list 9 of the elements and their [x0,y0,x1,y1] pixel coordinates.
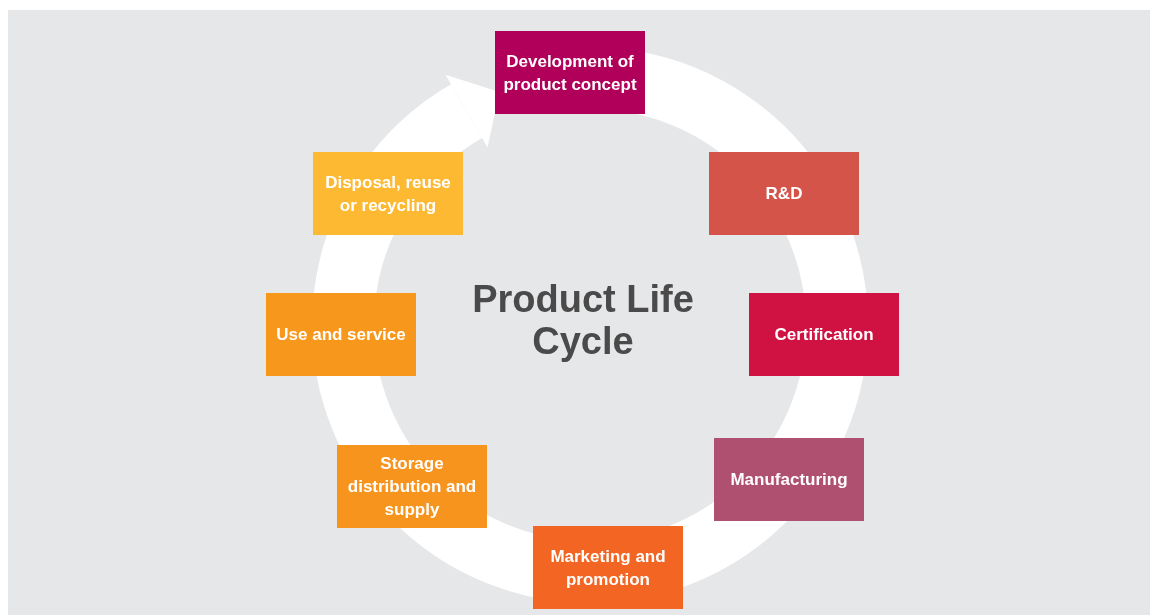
stage-box: R&D [709,152,859,235]
stage-box: Manufacturing [714,438,864,521]
stage-box: Certification [749,293,899,376]
diagram-title: Product Life Cycle [471,278,695,362]
stage-box: Storage distribution and supply [337,445,487,528]
stage-box: Disposal, reuse or recycling [313,152,463,235]
stage-box: Use and service [266,293,416,376]
stage-box: Marketing and promotion [533,526,683,609]
stage-box: Development of product concept [495,31,645,114]
